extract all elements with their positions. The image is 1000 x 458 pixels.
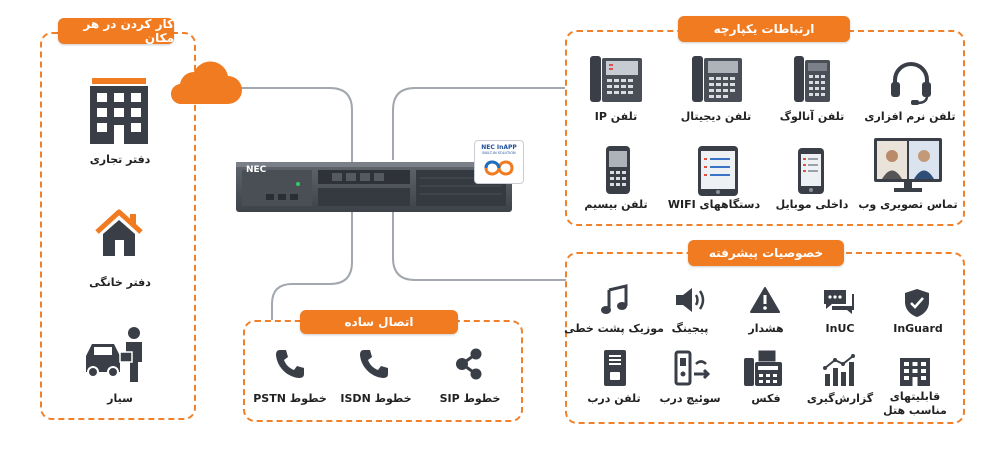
mobile-phone-icon [798, 148, 824, 194]
inapp-badge-title: NEC InAPP [481, 144, 517, 151]
warning-icon [750, 287, 780, 313]
server-brand: NEC [246, 165, 267, 175]
ip-phone-icon [590, 56, 642, 102]
unified-item-wireless: تلفن بیسیم [584, 198, 648, 211]
left-panel-title: کار کردن در هر مکان [58, 17, 174, 45]
unified-item-softphone: تلفن نرم افزاری [864, 110, 956, 123]
advanced-item-fax: فکس [751, 392, 781, 405]
video-call-icon [874, 138, 942, 192]
simple-item-pstn: خطوط PSTN [253, 392, 327, 405]
advanced-item-door-switch: سوئیچ درب [659, 392, 721, 405]
left-item-office: دفتر تجاری [89, 153, 151, 166]
advanced-panel-title: خصوصیات پیشرفته [688, 240, 844, 266]
simple-panel-title: اتصال ساده [300, 310, 458, 334]
left-item-mobile: سیار [107, 392, 133, 405]
hotel-building-icon [900, 358, 930, 386]
inapp-badge: NEC InAPP BUILT-IN SOLUTION [474, 140, 524, 184]
nec-server-unit [236, 162, 512, 212]
door-switch-icon [674, 350, 710, 386]
unified-item-mobile-ext: داخلی موبایل [775, 198, 849, 211]
cloud-icon [170, 61, 242, 105]
advanced-item-paging: پیجینگ [671, 322, 709, 335]
speaker-icon [676, 288, 705, 312]
door-phone-icon [604, 350, 626, 386]
wifi-tablet-icon [698, 146, 738, 196]
inapp-badge-subtitle: BUILT-IN SOLUTION [482, 151, 516, 155]
headset-icon [891, 62, 931, 105]
simple-item-isdn: خطوط ISDN [340, 392, 412, 405]
inapp-logo-icon [484, 160, 514, 176]
unified-item-wifi: دستگاههای WIFI [667, 198, 761, 211]
unified-item-digital: تلفن دیجیتال [680, 110, 752, 123]
analog-phone-icon [794, 56, 830, 102]
report-chart-icon [823, 354, 855, 386]
home-icon [95, 209, 143, 256]
chat-icon [824, 290, 854, 314]
mobile-worker-icon [86, 327, 142, 382]
unified-item-video-call: تماس تصویری وب [858, 198, 958, 211]
music-note-icon [601, 284, 628, 314]
office-building-icon [90, 78, 148, 144]
share-network-icon [456, 348, 482, 380]
advanced-item-reporting: گزارش‌گیری [806, 392, 874, 405]
unified-item-ip-phone: تلفن IP [594, 110, 638, 123]
phone-handset-icon [360, 350, 388, 378]
advanced-item-hotel: قابلیتهای مناسب هتل [883, 390, 947, 417]
fax-icon [744, 350, 782, 386]
unified-panel-title: ارتباطات یکپارچه [678, 16, 850, 42]
advanced-item-alarm: هشدار [748, 322, 784, 335]
advanced-item-music-on-hold: موزیک پشت خطی [564, 322, 664, 335]
digital-phone-icon [692, 56, 742, 102]
advanced-item-inuc: InUC [825, 322, 855, 335]
simple-item-sip: خطوط SIP [439, 392, 501, 405]
shield-icon [905, 289, 929, 317]
unified-item-analog: تلفن آنالوگ [779, 110, 845, 123]
advanced-item-door-phone: تلفن درب [587, 392, 641, 405]
advanced-item-inguard: InGuard [893, 322, 943, 335]
phone-handset-icon [276, 350, 304, 378]
left-item-home-office: دفتر خانگی [89, 276, 151, 289]
wireless-phone-icon [606, 146, 630, 194]
